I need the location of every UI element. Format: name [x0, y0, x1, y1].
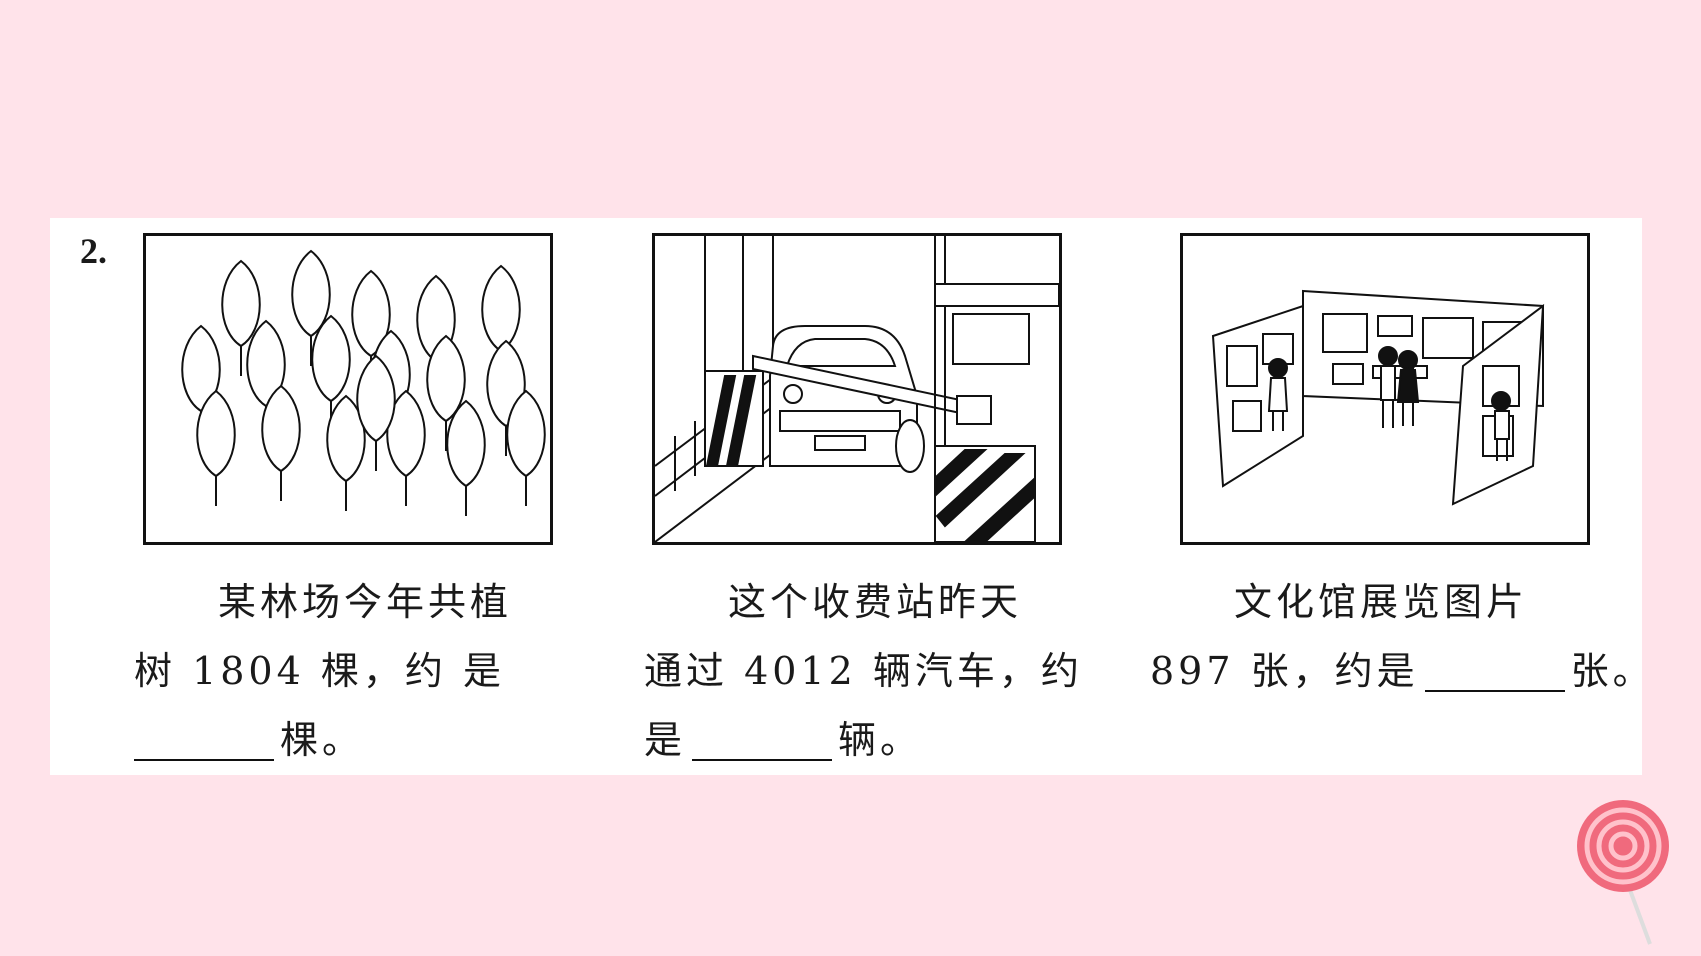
tree-icon: [221, 259, 261, 376]
answer-blank-3[interactable]: [1424, 650, 1565, 692]
item-2-line-2: 通过 4012 辆汽车，约: [644, 649, 1083, 693]
exhibition-hall-image: [1211, 289, 1545, 506]
item-2-prefix: 是: [644, 718, 687, 762]
item-3-text: 文化馆展览图片 897 张，约是张。: [1150, 568, 1651, 706]
toll-station-illustration: [652, 233, 1062, 545]
answer-blank-1[interactable]: [134, 719, 274, 761]
item-2-line-1: 这个收费站昨天: [728, 580, 1023, 624]
tree-icon: [506, 389, 546, 506]
forest-trees-image: [181, 249, 546, 516]
question-number: 2.: [80, 231, 107, 271]
item-3-line-2: 897 张，约是张。: [1150, 637, 1651, 706]
toll-station-image: [655, 236, 1059, 542]
exhibition-illustration: [1180, 233, 1590, 545]
tree-icon: [446, 399, 486, 516]
item-1-line-3: 棵。: [134, 706, 539, 775]
answer-blank-2[interactable]: [692, 719, 833, 761]
item-1-text: 某林场今年共植 树 1804 棵，约 是 棵。: [134, 568, 539, 775]
tree-icon: [261, 384, 301, 501]
item-3-unit: 张。: [1570, 649, 1655, 693]
tree-icon: [196, 389, 236, 506]
item-3-prefix: 897 张，约是: [1150, 649, 1419, 693]
lollipop-icon: [1577, 800, 1669, 945]
item-2-line-3: 是 辆。: [644, 706, 1049, 775]
item-1-line-1: 某林场今年共植: [218, 580, 513, 624]
item-3-line-1: 文化馆展览图片: [1234, 580, 1529, 624]
tree-icon: [291, 249, 331, 366]
tree-icon: [426, 334, 466, 451]
item-1-line-2: 树 1804 棵，约 是: [134, 649, 505, 693]
tree-icon: [356, 354, 396, 471]
item-1-unit: 棵。: [280, 718, 365, 762]
item-2-text: 这个收费站昨天 通过 4012 辆汽车，约 是 辆。: [644, 568, 1083, 775]
forest-illustration: [143, 233, 553, 545]
question-card: 2.: [50, 218, 1651, 775]
item-2-unit: 辆。: [838, 718, 923, 762]
